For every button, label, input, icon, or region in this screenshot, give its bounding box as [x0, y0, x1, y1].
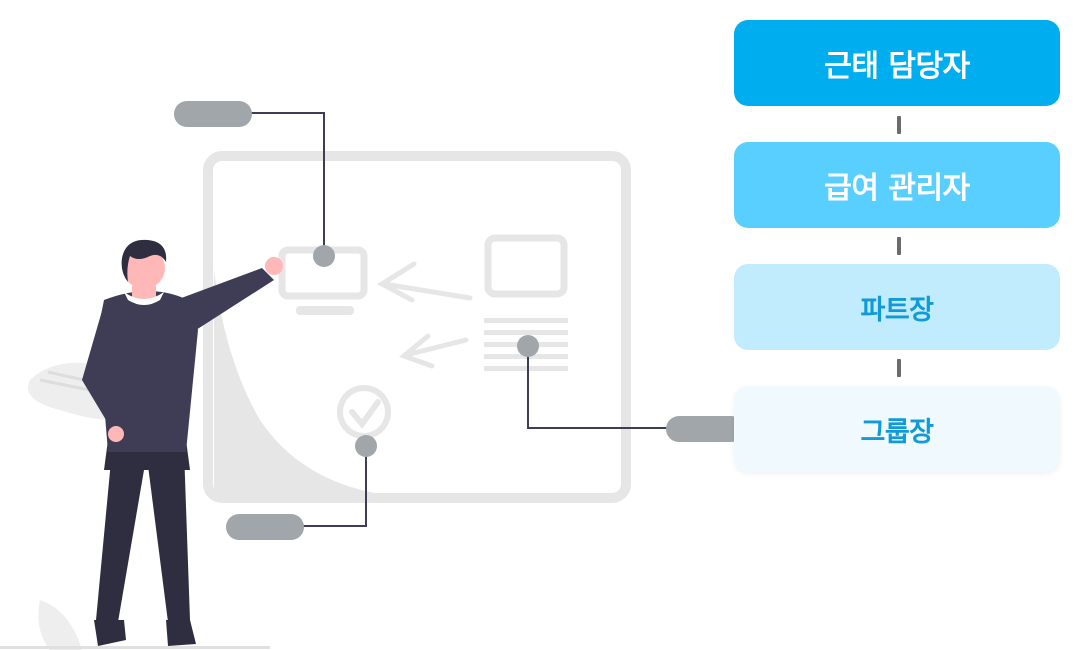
ground-line — [0, 646, 270, 649]
role-level-1: 근태 담당자 — [734, 20, 1060, 106]
leaf-icon — [38, 600, 82, 650]
label-pills — [174, 101, 744, 540]
connector-line — [897, 359, 901, 377]
role-level-4: 그룹장 — [734, 386, 1060, 472]
connector-line — [897, 237, 901, 255]
person-figure — [28, 239, 283, 646]
role-level-2: 급여 관리자 — [734, 142, 1060, 228]
connector-line — [897, 116, 901, 134]
screen-frame — [203, 151, 631, 503]
pointer-dots — [313, 245, 539, 457]
arrow-icon — [377, 261, 473, 369]
role-level-3: 파트장 — [734, 264, 1060, 350]
